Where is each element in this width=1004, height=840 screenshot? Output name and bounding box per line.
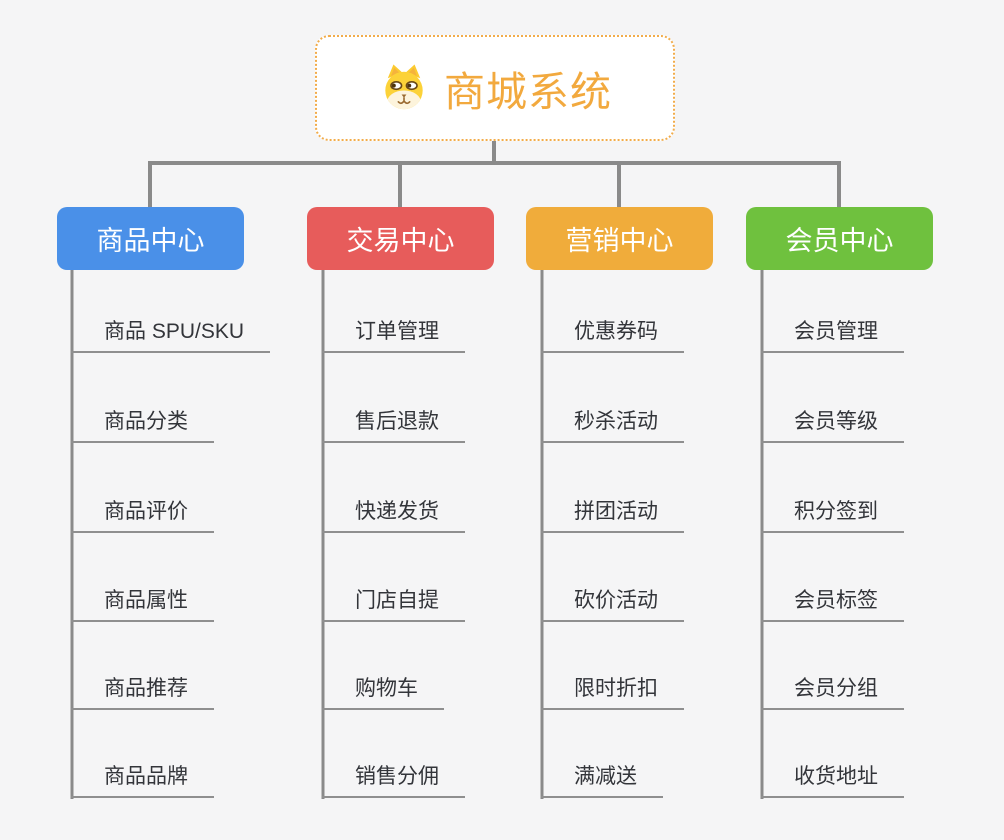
branch-box-member-center[interactable]: 会员中心 [746,207,933,270]
leaf-node[interactable]: 订单管理 [322,318,465,353]
branch-label: 交易中心 [346,226,455,256]
leaf-node[interactable]: 商品评价 [71,498,214,533]
leaf-node[interactable]: 快递发货 [322,498,465,533]
root-title: 商城系统 [444,69,612,115]
leaf-node[interactable]: 商品 SPU/SKU [71,318,271,353]
branch-box-product-center[interactable]: 商品中心 [57,207,244,270]
leaf-node[interactable]: 商品品牌 [71,763,214,798]
leaf-node[interactable]: 满减送 [541,763,663,798]
branch-box-trade-center[interactable]: 交易中心 [307,207,494,270]
leaf-node[interactable]: 拼团活动 [541,498,684,533]
leaf-node[interactable]: 积分签到 [761,498,904,533]
leaf-node[interactable]: 会员等级 [761,408,904,443]
leaf-node[interactable]: 会员管理 [761,318,904,353]
leaf-node[interactable]: 会员标签 [761,587,904,622]
leaf-node[interactable]: 门店自提 [322,587,465,622]
leaf-node[interactable]: 收货地址 [761,763,904,798]
dog-face-icon [385,64,423,110]
leaf-node[interactable]: 售后退款 [322,408,465,443]
leaf-node[interactable]: 优惠券码 [541,318,684,353]
leaf-node[interactable]: 会员分组 [761,675,904,710]
branch-box-marketing-center[interactable]: 营销中心 [526,207,713,270]
leaf-node[interactable]: 限时折扣 [541,675,684,710]
leaf-node[interactable]: 销售分佣 [322,763,465,798]
branch-label: 营销中心 [565,226,674,256]
leaf-node[interactable]: 商品属性 [71,587,214,622]
branch-label: 商品中心 [96,226,205,256]
leaf-node[interactable]: 商品分类 [71,408,214,443]
leaf-node[interactable]: 砍价活动 [541,587,684,622]
leaf-node[interactable]: 秒杀活动 [541,408,684,443]
branch-label: 会员中心 [785,226,894,256]
leaf-node[interactable]: 购物车 [322,675,444,710]
root-node-mall-system[interactable]: 商城系统 [315,35,675,141]
leaf-node[interactable]: 商品推荐 [71,675,214,710]
